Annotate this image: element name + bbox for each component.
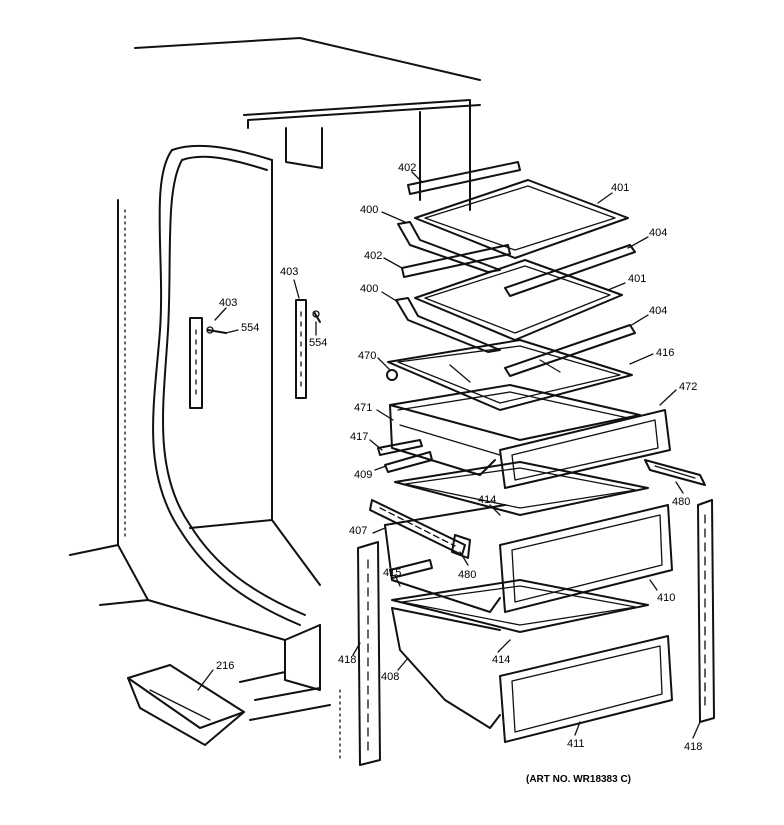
shelf-glass-upper[interactable]	[414, 179, 629, 259]
drawer-rail-upper[interactable]	[384, 451, 433, 473]
label-216: 216	[216, 660, 234, 672]
label-400: 400	[360, 204, 378, 216]
label-403: 403	[219, 297, 237, 309]
shelf-side-bracket-upper[interactable]	[397, 221, 501, 273]
label-480: 480	[672, 496, 690, 508]
drawer-slide-right-middle[interactable]	[451, 534, 471, 559]
shelf-ladder-left[interactable]	[189, 317, 203, 409]
label-400: 400	[360, 283, 378, 295]
shelf-rear-rail-upper[interactable]	[407, 161, 521, 195]
drawer-slide-left-middle[interactable]	[369, 499, 466, 556]
label-402: 402	[398, 162, 416, 174]
shelf-side-bracket-lower[interactable]	[395, 297, 501, 353]
refrigerator-cabinet	[69, 37, 481, 761]
meat-pan-drawer[interactable]	[389, 384, 641, 476]
shelf-support-frame[interactable]	[394, 461, 649, 516]
crisper-front-lower[interactable]	[499, 635, 673, 743]
drawer-rail-middle[interactable]	[389, 559, 433, 579]
label-416: 416	[656, 347, 674, 359]
label-402: 402	[364, 250, 382, 262]
label-414: 414	[478, 494, 496, 506]
label-409: 409	[354, 469, 372, 481]
label-554: 554	[241, 322, 259, 334]
label-401: 401	[611, 182, 629, 194]
crisper-cover-clip[interactable]	[386, 369, 398, 381]
label-472: 472	[679, 381, 697, 393]
crisper-drawer-lower[interactable]	[391, 607, 501, 729]
leader-lines	[197, 171, 701, 739]
shelf-ladder-right[interactable]	[295, 299, 307, 399]
label-418: 418	[684, 741, 702, 753]
label-410: 410	[657, 592, 675, 604]
label-480: 480	[458, 569, 476, 581]
shelf-front-trim-upper[interactable]	[504, 244, 636, 297]
label-415: 415	[383, 567, 401, 579]
label-404: 404	[649, 305, 667, 317]
label-403: 403	[280, 266, 298, 278]
shelf-support-lower[interactable]	[391, 579, 649, 633]
crisper-front-upper[interactable]	[499, 504, 673, 613]
label-401: 401	[628, 273, 646, 285]
shelf-glass-lower[interactable]	[414, 259, 623, 341]
label-554: 554	[309, 337, 327, 349]
label-404: 404	[649, 227, 667, 239]
dairy-bin[interactable]	[127, 664, 245, 746]
label-408: 408	[381, 671, 399, 683]
crisper-cover[interactable]	[387, 339, 633, 411]
label-470: 470	[358, 350, 376, 362]
label-471: 471	[354, 402, 372, 414]
screw-left[interactable]	[206, 326, 227, 334]
screw-right[interactable]	[312, 310, 321, 323]
part-labels: 402 401 400 404 402 401 400 404 470 416 …	[216, 162, 702, 785]
shelf-front-trim-lower[interactable]	[504, 324, 636, 377]
label-407: 407	[349, 525, 367, 537]
meat-pan-front[interactable]	[499, 409, 671, 489]
label-414: 414	[492, 654, 510, 666]
label-418: 418	[338, 654, 356, 666]
drawer-slide-right[interactable]	[697, 499, 715, 723]
drawer-slide-left[interactable]	[357, 541, 381, 766]
shelf-rear-rail-lower[interactable]	[401, 244, 511, 278]
label-411: 411	[567, 738, 585, 750]
label-417: 417	[350, 431, 368, 443]
drawer-slide-support[interactable]	[377, 439, 423, 456]
art-number: (ART NO. WR18383 C)	[526, 774, 631, 785]
drawer-track-right-upper[interactable]	[644, 459, 706, 486]
crisper-drawer-upper[interactable]	[384, 504, 506, 613]
